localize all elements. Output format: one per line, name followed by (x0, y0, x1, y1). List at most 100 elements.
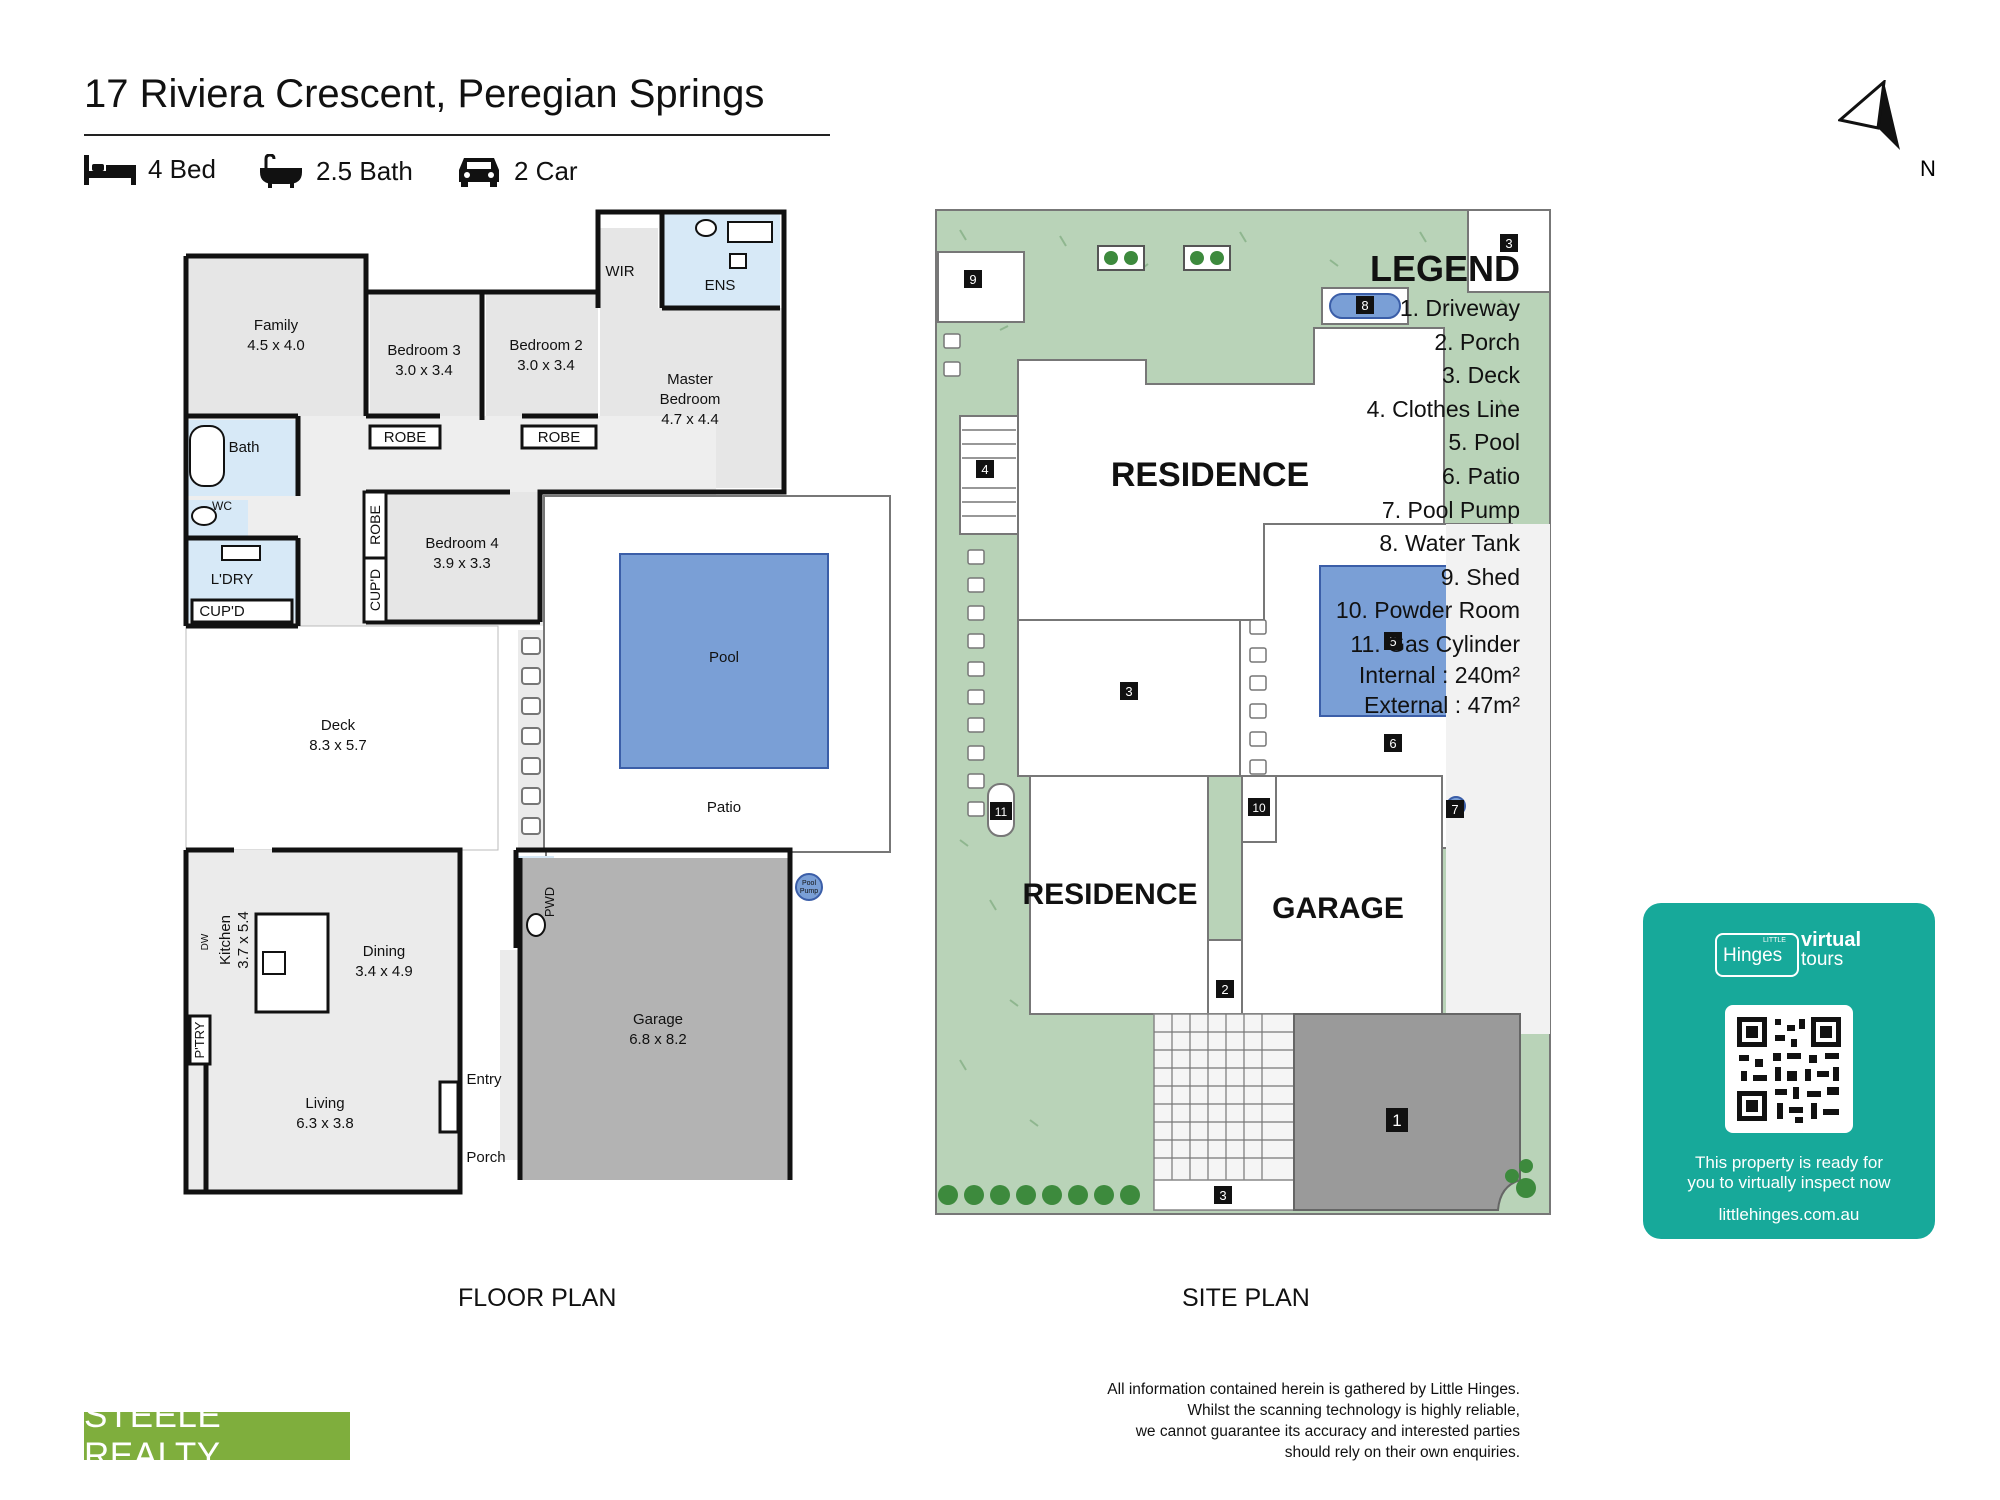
virtual-tours-card[interactable]: LITTLE Hinges virtual tours This prop (1643, 903, 1935, 1239)
cooktop-icon (262, 951, 286, 975)
marker-porch: 2 (1216, 980, 1234, 998)
toilet-pwd-icon (526, 913, 546, 937)
bedroom4-size: 3.9 x 3.3 (433, 555, 491, 572)
marker-pool: 5 (1384, 632, 1402, 650)
entry-label: Entry (466, 1071, 502, 1088)
external-area-label: External : (1364, 692, 1462, 718)
marker-deck-middle: 3 (1120, 682, 1138, 700)
site-porch (1207, 939, 1243, 1015)
legend-list: 1. Driveway 2. Porch 3. Deck 4. Clothes … (1336, 292, 1520, 662)
agency-logo: STEELE REALTY (84, 1396, 350, 1475)
bedroom4-room (366, 492, 538, 622)
marker-patio: 6 (1384, 734, 1402, 752)
bedroom3-label: Bedroom 3 (387, 342, 460, 359)
pool-pump-icon (795, 873, 823, 901)
svg-text:3: 3 (1219, 1188, 1226, 1203)
bed-count: 4 Bed (148, 154, 216, 184)
pantry-label: P'TRY (192, 1021, 207, 1058)
svg-text:10: 10 (1252, 801, 1266, 815)
living-label: Living (305, 1095, 344, 1112)
little-hinges-link[interactable]: littlehinges.com.au (1718, 1205, 1860, 1224)
property-title: 17 Riviera Crescent, Peregian Springs (84, 72, 765, 116)
dining-size: 3.4 x 4.9 (355, 963, 413, 980)
legend-item: 9. Shed (1440, 563, 1520, 590)
svg-text:7: 7 (1451, 802, 1458, 817)
car-icon (459, 158, 499, 187)
title-divider (84, 134, 830, 136)
pool-pump-label-2: Pump (800, 888, 818, 895)
svg-text:5: 5 (1389, 634, 1396, 649)
kitchen-size: 3.7 x 5.4 (235, 911, 252, 969)
floor-plan-label: FLOOR PLAN (458, 1284, 617, 1312)
site-markers: 1 2 3 3 3 4 5 6 7 8 9 10 11 (964, 234, 1518, 1204)
bath-count: 2.5 Bath (316, 155, 413, 186)
wc-label: WC (212, 499, 232, 513)
disclaimer-line: we cannot guarantee its accuracy and int… (1135, 1423, 1520, 1440)
robe-bedroom2 (520, 424, 598, 450)
bedroom3-size: 3.0 x 3.4 (395, 362, 453, 379)
floor-plan-walls (183, 209, 793, 1195)
svg-text:6: 6 (1389, 736, 1396, 751)
garage-size: 6.8 x 8.2 (629, 1031, 687, 1048)
bed-feature: 4 Bed (84, 154, 216, 185)
legend-item: 2. Porch (1434, 328, 1520, 355)
robe-bedroom3-label: ROBE (384, 429, 427, 446)
disclaimer-line: All information contained herein is gath… (1107, 1381, 1520, 1398)
hedge (938, 1159, 1536, 1205)
brand-virtual: virtual (1801, 929, 1862, 951)
tagline-1: This property is ready for (1694, 1153, 1883, 1172)
internal-area: Internal : 240m² (1359, 662, 1520, 689)
legend-title: LEGEND (1369, 248, 1520, 289)
garage-floor (520, 858, 790, 1180)
external-area-value: 47m² (1467, 692, 1520, 718)
fixtures (189, 219, 823, 975)
svg-text:9: 9 (969, 272, 976, 287)
marker-deck-top: 3 (1500, 234, 1518, 252)
bathtub-icon (189, 425, 225, 487)
legend-item: 5. Pool (1448, 429, 1520, 456)
toilet-wc-icon (191, 506, 217, 526)
disclaimer-line: should rely on their own enquiries. (1284, 1444, 1520, 1461)
deck-label: Deck (321, 717, 356, 734)
marker-gas-cylinder: 11 (990, 802, 1012, 820)
site-plan-label: SITE PLAN (1182, 1284, 1310, 1312)
porch-label: Porch (466, 1149, 505, 1166)
bath-feature: 2.5 Bath (258, 154, 413, 188)
marker-driveway: 1 (1386, 1108, 1408, 1132)
pool (619, 553, 829, 769)
brand-tours: tours (1801, 949, 1844, 970)
residence-secondary-label: RESIDENCE (1022, 878, 1197, 911)
legend-item: 1. Driveway (1399, 295, 1520, 321)
family-room (186, 256, 366, 416)
qr-code[interactable] (1725, 1005, 1853, 1133)
robe-bedroom3 (368, 424, 442, 450)
svg-text:3: 3 (1125, 684, 1132, 699)
marker-pool-pump: 7 (1446, 800, 1464, 818)
external-area: External : 47m² (1364, 692, 1520, 719)
entry-floor (500, 950, 520, 1160)
svg-text:1: 1 (1392, 1111, 1401, 1130)
site-garage-label: GARAGE (1272, 892, 1404, 925)
residence-main-label: RESIDENCE (1111, 456, 1309, 494)
legend-item: 10. Powder Room (1335, 597, 1520, 624)
side-path-right (1446, 524, 1550, 1034)
marker-powder-room: 10 (1248, 798, 1270, 816)
bedroom4-label: Bedroom 4 (425, 535, 498, 552)
legend-item: 3. Deck (1442, 362, 1520, 389)
laundry-cupboard-label: CUP'D (199, 603, 245, 620)
garage-label: Garage (633, 1011, 683, 1028)
bedroom2-size: 3.0 x 3.4 (517, 357, 575, 374)
hinges-logo-badge: LITTLE Hinges (1715, 933, 1799, 977)
internal-area-label: Internal : (1358, 662, 1449, 688)
laundry-label: L'DRY (211, 571, 254, 588)
svg-text:2: 2 (1221, 982, 1228, 997)
svg-text:8: 8 (1361, 298, 1368, 313)
master-label-2: Bedroom (660, 391, 721, 408)
wir-label: WIR (605, 263, 634, 280)
legend-item: 6. Patio (1442, 462, 1520, 489)
entry-cupboard (438, 1080, 460, 1134)
bed-icon (84, 154, 136, 185)
car-count: 2 Car (514, 155, 578, 186)
family-size: 4.5 x 4.0 (247, 337, 305, 354)
bedroom3-room (370, 292, 482, 416)
